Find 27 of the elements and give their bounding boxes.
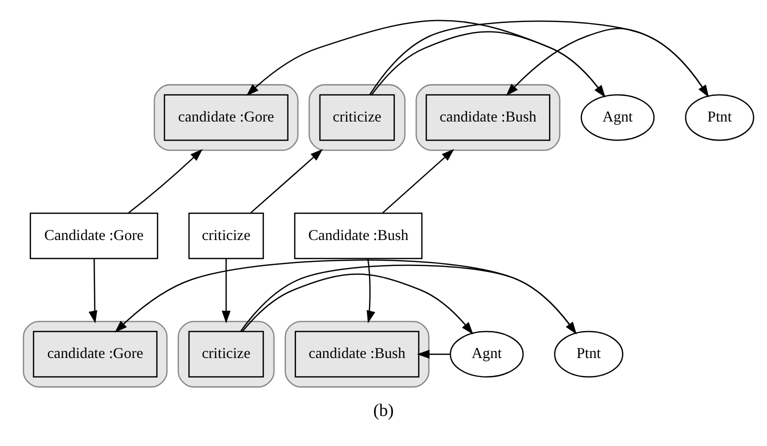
- node-ellipse: Agnt: [580, 94, 655, 141]
- arrow: [128, 148, 203, 214]
- arrow: [242, 274, 474, 335]
- node-box: candidate :Gore: [164, 94, 288, 141]
- node-box: criticize: [188, 330, 264, 378]
- node-ellipse: Ptnt: [685, 94, 754, 141]
- node-box: criticize: [319, 94, 395, 141]
- arrow: [506, 28, 708, 96]
- node-box: candidate :Bush: [294, 330, 420, 378]
- caption: (b): [373, 400, 394, 420]
- cluster: [178, 320, 275, 388]
- node-ellipse: Agnt: [450, 330, 524, 378]
- node-box: criticize: [188, 212, 264, 260]
- arrow: [246, 20, 605, 97]
- arrow: [250, 149, 323, 214]
- node-box: candidate :Bush: [426, 94, 550, 141]
- arrow: [88, 258, 98, 324]
- arrow: [382, 149, 454, 214]
- arrow: [222, 258, 231, 324]
- arrow: [416, 350, 450, 359]
- cluster: [308, 84, 406, 151]
- node-box: candidate :Gore: [32, 330, 158, 378]
- node-box: Candidate :Bush: [294, 212, 423, 260]
- node-box: Candidate :Gore: [30, 212, 158, 260]
- arrow: [371, 31, 606, 98]
- arrow: [366, 258, 376, 324]
- node-ellipse: Ptnt: [554, 330, 624, 378]
